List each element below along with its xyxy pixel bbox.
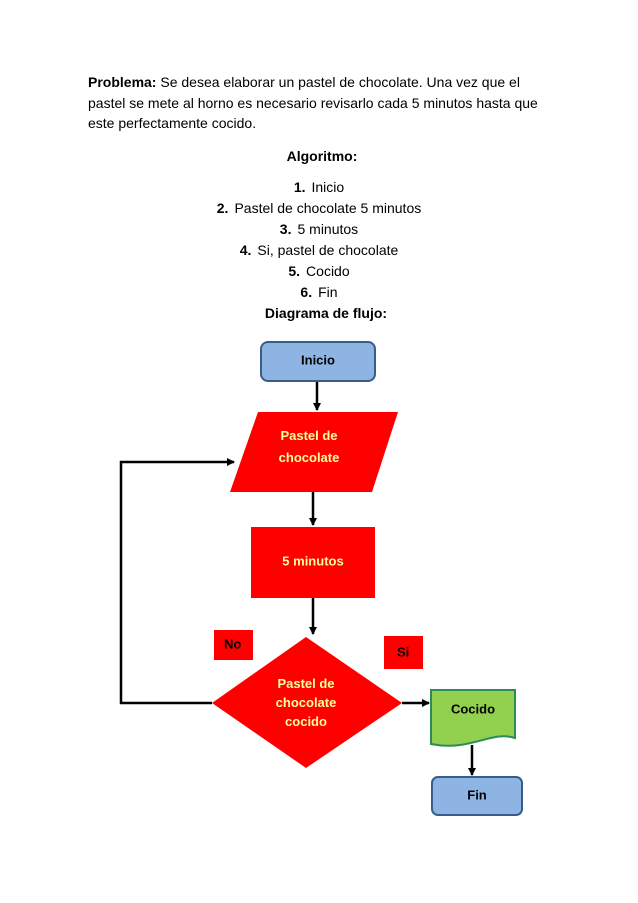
problem-statement: Problema: Se desea elaborar un pastel de…: [88, 72, 558, 134]
node-fin-label: Fin: [467, 787, 487, 802]
node-decision-label-3: cocido: [285, 714, 327, 729]
svg-text:No: No: [224, 636, 241, 651]
algorithm-step: 1.Inicio: [293, 179, 345, 195]
algorithm-step: 4.Si, pastel de chocolate: [239, 242, 399, 258]
label-si: Si: [384, 636, 423, 669]
algorithm-title: Algoritmo:: [286, 148, 358, 164]
node-decision-label-1: Pastel de: [277, 676, 334, 691]
node-input: Pastel de chocolate: [230, 412, 398, 492]
diagram-title: Diagrama de flujo:: [264, 305, 388, 321]
connector-loop-no: [119, 458, 235, 705]
problem-label: Problema:: [88, 74, 157, 90]
node-process-label: 5 minutos: [282, 553, 343, 568]
node-input-label-1: Pastel de: [280, 428, 337, 443]
problem-text: Se desea elaborar un pastel de chocolate…: [88, 74, 538, 131]
node-fin: Fin: [431, 776, 523, 816]
label-no: No: [214, 630, 253, 660]
node-inicio-label: Inicio: [301, 352, 335, 367]
algorithm-step: 2.Pastel de chocolate 5 minutos: [216, 200, 422, 216]
algorithm-step: 5.Cocido: [288, 263, 350, 279]
algorithm-steps: 1.Inicio 2.Pastel de chocolate 5 minutos…: [0, 177, 638, 303]
node-cocido: Cocido: [430, 689, 516, 747]
algorithm-step: 3.5 minutos: [279, 221, 359, 237]
node-decision-label-2: chocolate: [276, 695, 337, 710]
svg-text:Si: Si: [397, 644, 409, 659]
node-inicio: Inicio: [260, 341, 376, 382]
node-decision: Pastel de chocolate cocido: [212, 637, 402, 768]
node-input-label-2: chocolate: [279, 450, 340, 465]
node-process: 5 minutos: [251, 527, 375, 598]
algorithm-step: 6.Fin: [300, 284, 338, 300]
node-cocido-label: Cocido: [451, 701, 495, 716]
